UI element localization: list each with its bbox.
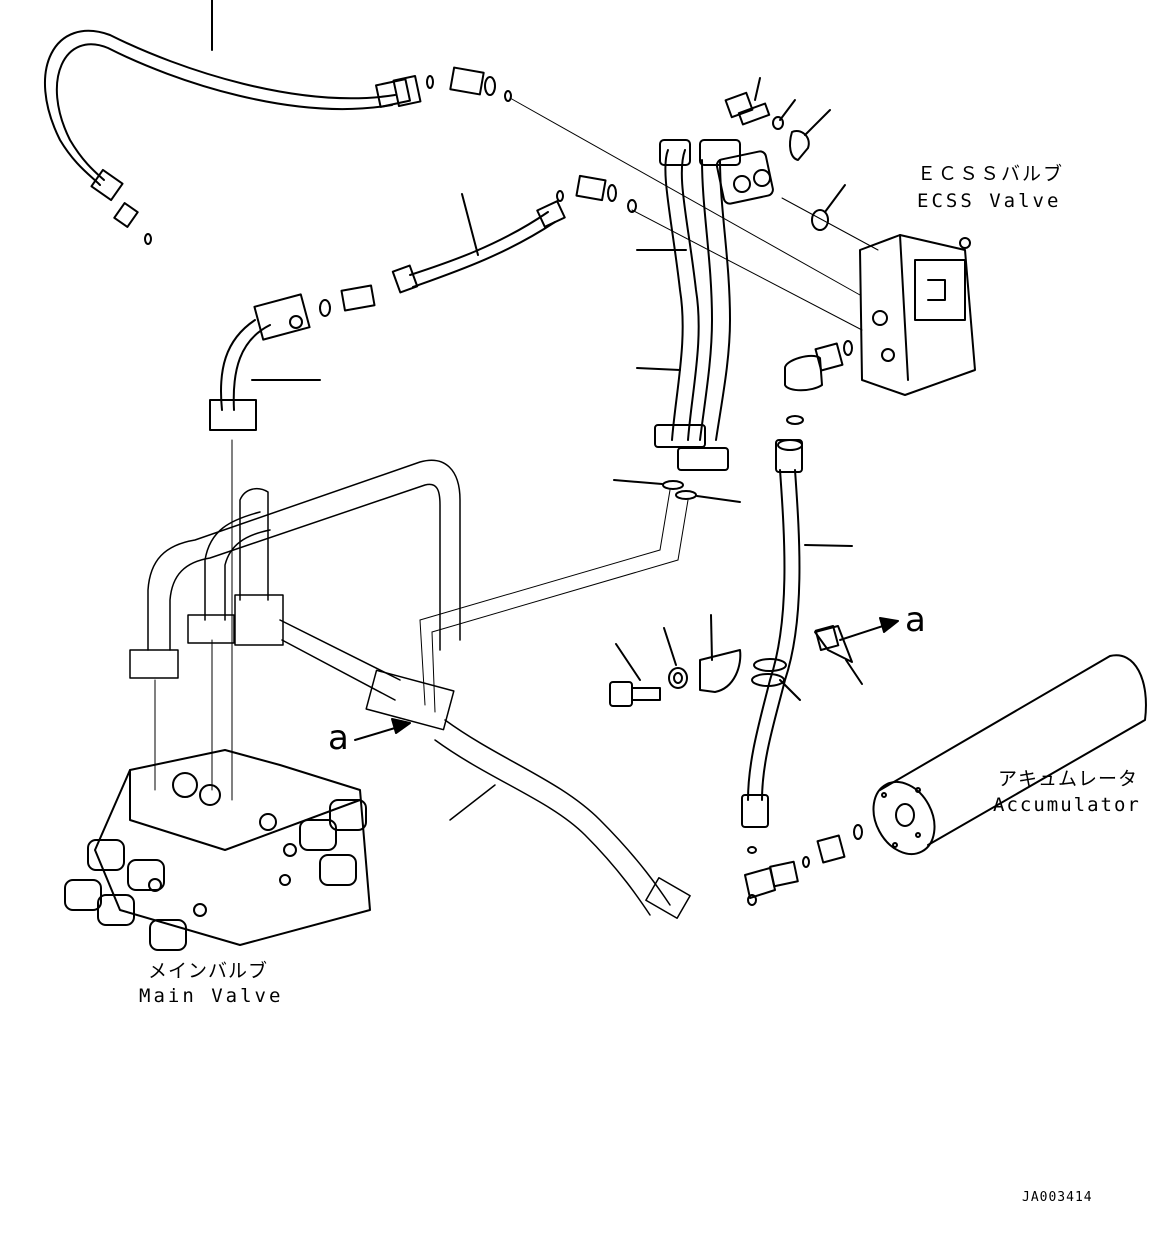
accumulator-fittings	[745, 825, 862, 905]
ref-arrow-upper	[840, 618, 898, 640]
ref-arrow-lower	[355, 719, 410, 740]
drawing-code: JA003414	[1022, 1190, 1093, 1205]
bolt-set-lower	[610, 615, 862, 706]
routing-pipes	[130, 460, 690, 918]
accumulator	[861, 655, 1146, 864]
accumulator-label-en: Accumulator	[993, 794, 1141, 816]
main-valve-label-en: Main Valve	[139, 985, 284, 1007]
bolt-set-top	[726, 78, 845, 230]
center-tubes	[614, 140, 774, 502]
ecss-valve-label-jp: ＥＣＳＳバルブ	[917, 163, 1065, 185]
leader-lines	[155, 98, 878, 800]
main-valve	[65, 750, 370, 950]
reference-mark-a-upper: a	[905, 600, 926, 640]
ecss-valve	[860, 235, 975, 395]
ecss-valve-label-en: ECSS Valve	[917, 190, 1062, 212]
main-valve-label-jp: メインバルブ	[148, 960, 269, 982]
reference-mark-a-lower: a	[328, 718, 349, 758]
accumulator-hose	[742, 440, 852, 853]
accumulator-label-jp: アキュムレータ	[998, 768, 1139, 790]
left-tube	[210, 294, 320, 430]
middle-hose	[320, 176, 636, 316]
elbow-fitting	[785, 341, 852, 424]
upper-hose	[45, 0, 511, 244]
